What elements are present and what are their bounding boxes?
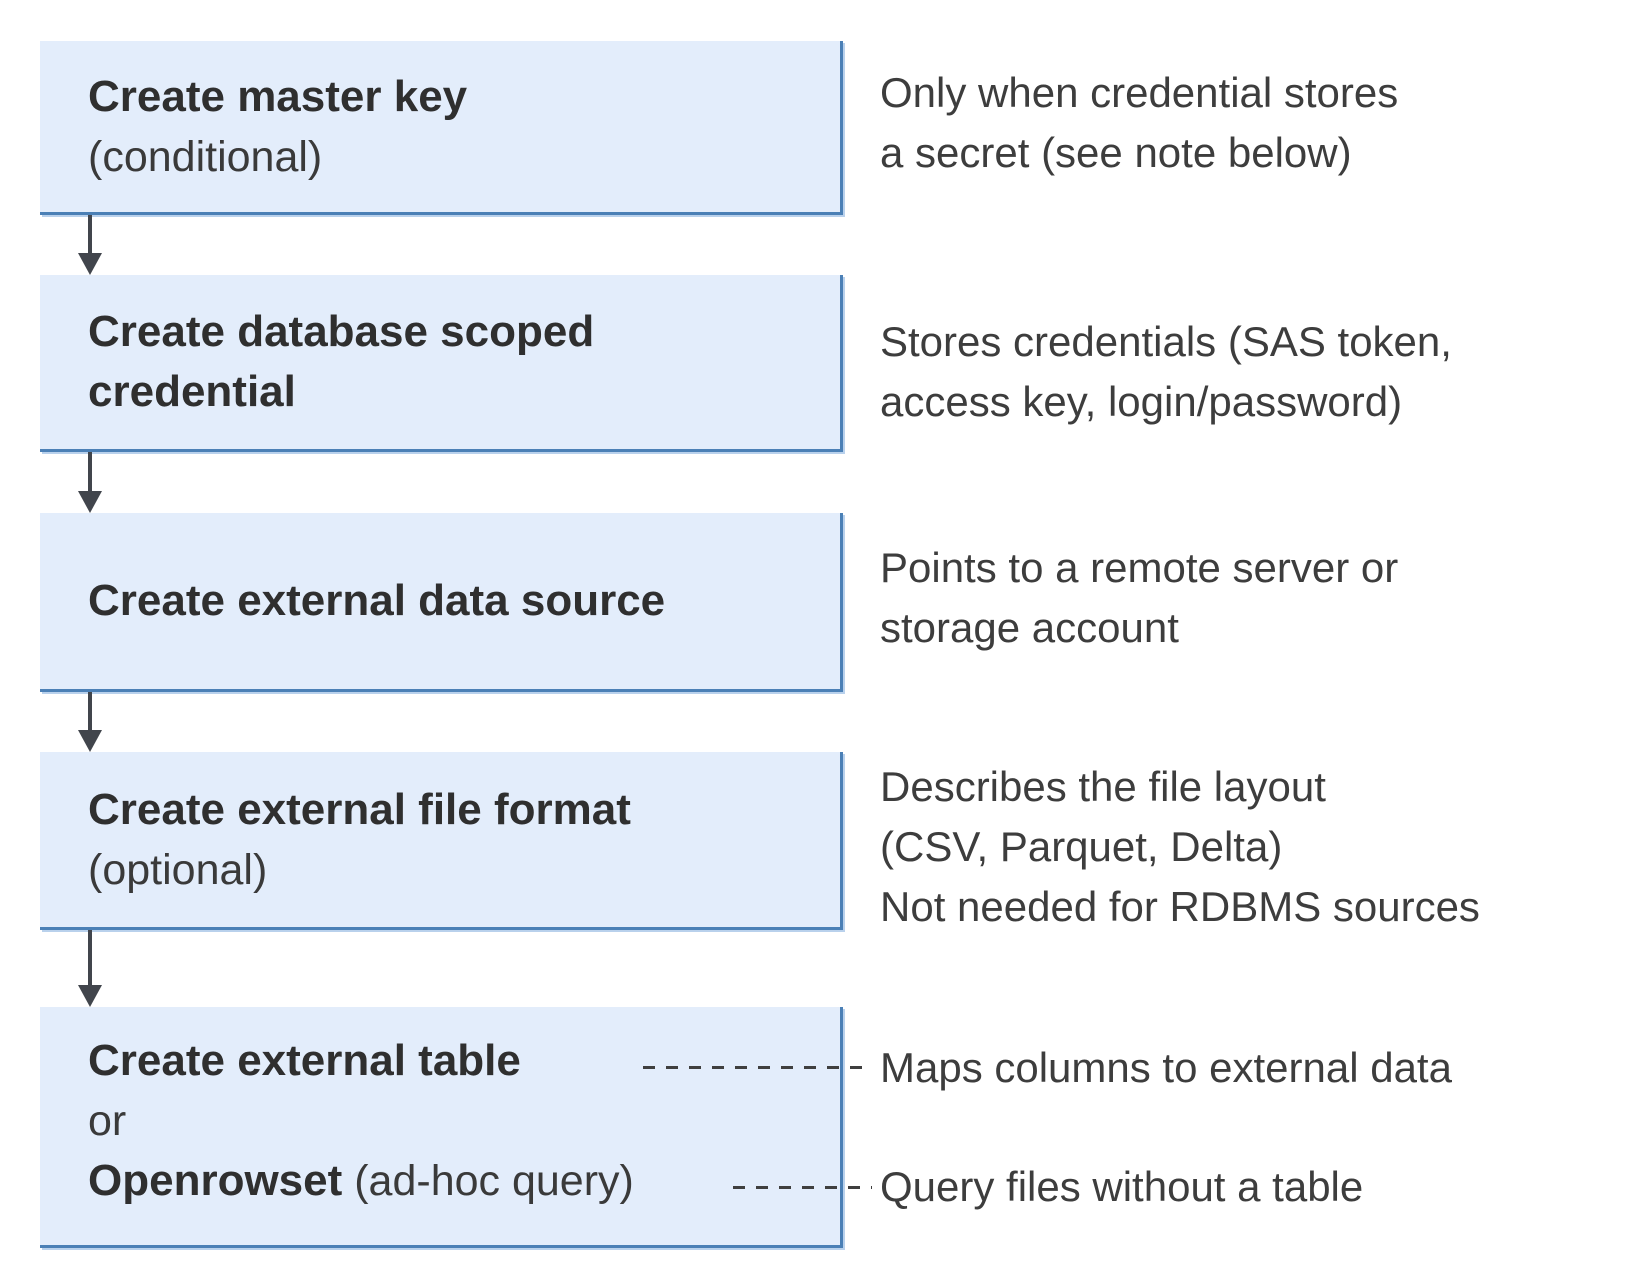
note-line: Points to a remote server or: [880, 544, 1399, 591]
step-openrowset-suffix: (ad-hoc query): [342, 1157, 634, 1205]
step-or-label: or: [88, 1097, 127, 1145]
step-title: Create external data source: [88, 576, 666, 625]
arrow-head: [78, 985, 102, 1007]
step-title: Create external file format: [88, 784, 631, 834]
note-data-source: Points to a remote server or storage acc…: [880, 538, 1398, 658]
step-box-create-external-table-or-openrowset: Create external table or Openrowset (ad-…: [40, 1007, 843, 1248]
step-title-openrowset-line: Openrowset (ad-hoc query): [88, 1151, 840, 1221]
arrow-head: [78, 730, 102, 752]
step-box-create-database-scoped-credential: Create database scoped credential: [40, 275, 843, 452]
note-scoped-credential: Stores credentials (SAS token, access ke…: [880, 312, 1452, 432]
step-subtitle: (conditional): [88, 132, 323, 181]
note-line: Describes the file layout: [880, 763, 1326, 810]
note-line: Only when credential stores: [880, 69, 1399, 116]
arrow-stem: [88, 215, 92, 255]
note-line: access key, login/password): [880, 378, 1403, 425]
note-openrowset: Query files without a table: [880, 1157, 1363, 1217]
note-file-format: Describes the file layout (CSV, Parquet,…: [880, 757, 1480, 937]
arrow-stem: [88, 930, 92, 986]
step-title: Create master key: [88, 71, 468, 121]
step-title-external-table: Create external table: [88, 1036, 521, 1085]
arrow-stem: [88, 692, 92, 731]
note-line: Maps columns to external data: [880, 1044, 1452, 1091]
step-title-openrowset: Openrowset: [88, 1156, 343, 1205]
dashed-connector-external-table: [643, 1066, 872, 1069]
note-line: Stores credentials (SAS token,: [880, 318, 1452, 365]
note-line: Not needed for RDBMS sources: [880, 883, 1480, 930]
note-line: Query files without a table: [880, 1163, 1364, 1210]
step-box-create-master-key: Create master key (conditional): [40, 41, 843, 215]
step-subtitle: (optional): [88, 845, 268, 894]
step-box-create-external-file-format: Create external file format (optional): [40, 752, 843, 930]
dashed-connector-openrowset: [733, 1186, 872, 1189]
note-line: a secret (see note below): [880, 129, 1352, 176]
arrow-head: [78, 491, 102, 513]
note-line: (CSV, Parquet, Delta): [880, 823, 1283, 870]
arrow-head: [78, 253, 102, 275]
arrow-stem: [88, 452, 92, 492]
step-title: credential: [88, 367, 296, 416]
note-line: storage account: [880, 604, 1179, 651]
step-title: Create database scoped: [88, 307, 595, 356]
note-master-key: Only when credential stores a secret (se…: [880, 63, 1398, 183]
note-external-table: Maps columns to external data: [880, 1038, 1452, 1098]
step-box-create-external-data-source: Create external data source: [40, 513, 843, 692]
